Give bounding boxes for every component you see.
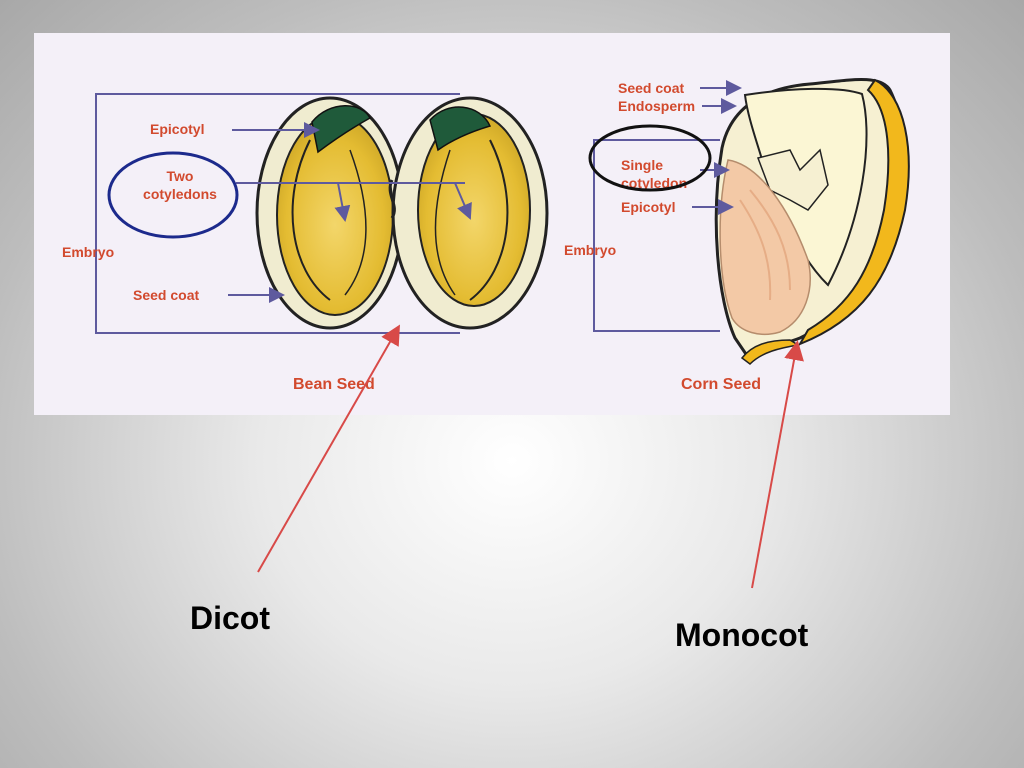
bean-two-cotyledons-label-line1: Two bbox=[167, 168, 194, 184]
bean-right-half bbox=[391, 96, 549, 330]
bean-epicotyl-leaf-left bbox=[311, 105, 371, 154]
bean-embryo-bracket bbox=[95, 93, 460, 334]
corn-embryo-label: Embryo bbox=[564, 242, 616, 258]
dicot-arrow bbox=[257, 324, 400, 573]
corn-seed bbox=[714, 78, 910, 365]
two-cotyledons-highlight-circle bbox=[107, 151, 239, 239]
corn-embryo-bracket bbox=[593, 139, 720, 332]
corn-epicotyl-label: Epicotyl bbox=[621, 199, 675, 215]
corn-endosperm-label: Endosperm bbox=[618, 98, 695, 114]
bean-embryo-label: Embryo bbox=[62, 244, 114, 260]
bean-seed-coat-label: Seed coat bbox=[133, 287, 199, 303]
corn-seed-coat-label: Seed coat bbox=[618, 80, 684, 96]
corn-seed-title: Corn Seed bbox=[681, 376, 761, 393]
bean-epicotyl-leaf-right bbox=[429, 106, 492, 152]
bean-seed-title: Bean Seed bbox=[293, 376, 375, 393]
single-cotyledon-highlight-circle bbox=[588, 124, 712, 192]
corn-single-cotyledon-label-line1: Single bbox=[621, 157, 663, 173]
bean-two-cotyledons-label-line2: cotyledons bbox=[143, 186, 217, 202]
monocot-arrow bbox=[751, 340, 804, 589]
bean-left-half bbox=[255, 96, 405, 330]
dicot-caption: Dicot bbox=[190, 600, 270, 636]
monocot-caption: Monocot bbox=[675, 617, 809, 653]
bean-epicotyl-label: Epicotyl bbox=[150, 121, 204, 137]
